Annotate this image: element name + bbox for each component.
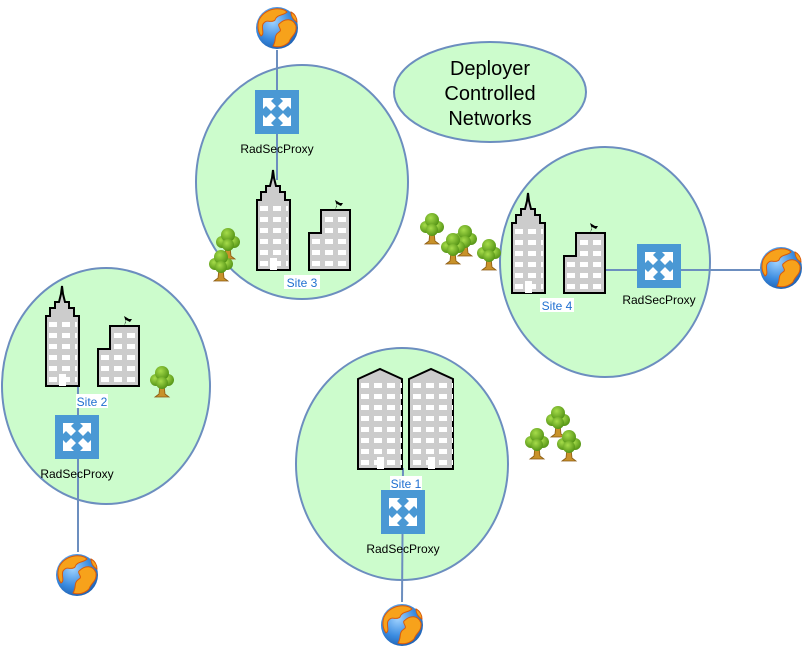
- site-3-region: [195, 64, 409, 300]
- site-4-proxy-icon[interactable]: [637, 244, 681, 288]
- legend-line-1: Deployer: [450, 58, 530, 80]
- legend-line-2: Controlled: [444, 83, 535, 105]
- site-3-proxy-icon[interactable]: [255, 90, 299, 134]
- site-4-label: Site 4: [542, 299, 573, 313]
- site-3-network: RadSecProxy Site 3: [195, 6, 409, 300]
- site-1-globe-icon: [380, 603, 424, 647]
- legend-line-3: Networks: [448, 108, 531, 130]
- tree-icon: [524, 427, 550, 460]
- site-2-globe-icon: [55, 553, 99, 597]
- site-3-label: Site 3: [287, 276, 318, 290]
- site-1-network: Site 1 RadSecProxy: [295, 347, 582, 647]
- site-1-label: Site 1: [391, 477, 422, 491]
- site-1-proxy-label: RadSecProxy: [366, 542, 439, 556]
- tree-icon: [476, 238, 502, 271]
- deployer-controlled-networks-legend: Deployer Controlled Networks: [393, 41, 587, 143]
- site-4-globe-icon: [759, 246, 803, 290]
- site-4-proxy-label: RadSecProxy: [622, 293, 695, 307]
- tree-icon: [419, 212, 445, 245]
- site-3-proxy-label: RadSecProxy: [240, 142, 313, 156]
- site-4-network: RadSecProxy Site 4: [419, 146, 803, 378]
- site-2-label: Site 2: [77, 395, 108, 409]
- site-3-globe-icon: [255, 6, 299, 50]
- site-1-proxy-icon[interactable]: [381, 490, 425, 534]
- site-2-proxy-label: RadSecProxy: [40, 467, 113, 481]
- site-2-proxy-icon[interactable]: [55, 415, 99, 459]
- site-2-network: RadSecProxy Site 2: [1, 267, 211, 597]
